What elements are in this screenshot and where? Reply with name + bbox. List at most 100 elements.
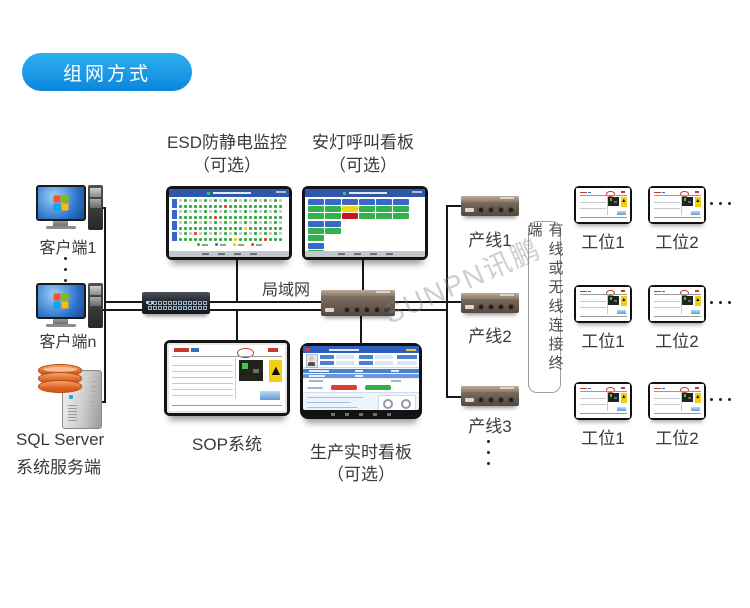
esd-status-dot: [189, 238, 192, 241]
esd-status-dot: [234, 216, 237, 219]
esd-status-dot: [179, 216, 182, 219]
andon-cell: [342, 199, 358, 205]
esd-status-dot: [249, 238, 252, 241]
esd-status-dot: [189, 205, 192, 208]
esd-status-dot: [274, 227, 277, 230]
esd-status-dot: [214, 216, 217, 219]
esd-status-dot: [224, 221, 227, 224]
esd-status-dot: [234, 227, 237, 230]
esd-status-dot: [244, 210, 247, 213]
andon-cell: [342, 213, 358, 219]
esd-status-dot: [254, 221, 257, 224]
esd-status-dot: [179, 199, 182, 202]
esd-status-dot: [189, 221, 192, 224]
esd-status-dot: [264, 227, 267, 230]
esd-status-dot: [204, 205, 207, 208]
esd-status-dot: [269, 210, 272, 213]
station2-label: 工位2: [655, 332, 699, 351]
station2-label: 工位2: [655, 233, 699, 252]
andon-cell: [325, 206, 341, 212]
andon-cell: [359, 206, 375, 212]
esd-status-dot: [224, 205, 227, 208]
esd-status-dot: [209, 238, 212, 241]
cable-left-bus: [104, 207, 106, 403]
andon-cell: [393, 199, 409, 205]
esd-status-dot: [179, 238, 182, 241]
esd-status-dot: [219, 205, 222, 208]
esd-status-dot: [179, 205, 182, 208]
esd-status-dot: [199, 205, 202, 208]
esd-status-dot: [264, 238, 267, 241]
esd-status-dot: [249, 232, 252, 235]
esd-status-dot: [199, 210, 202, 213]
esd-status-dot: [254, 216, 257, 219]
andon-screen: [305, 189, 425, 257]
esd-status-dot: [274, 205, 277, 208]
esd-status-dot: [264, 210, 267, 213]
station1-label: 工位1: [581, 332, 625, 351]
esd-status-dot: [229, 199, 232, 202]
esd-station-group: [172, 232, 286, 241]
esd-status-dot: [229, 205, 232, 208]
esd-status-dot: [279, 232, 282, 235]
esd-status-dot: [279, 227, 282, 230]
esd-status-dot: [269, 232, 272, 235]
production-title: 生产实时看板: [310, 443, 412, 462]
terminal-connection-box: 有线或无线连接终端: [526, 221, 564, 393]
esd-status-dot: [259, 216, 262, 219]
esd-status-dot: [209, 205, 212, 208]
esd-status-dot: [219, 227, 222, 230]
esd-status-dot: [209, 199, 212, 202]
esd-screen: [169, 189, 289, 257]
esd-status-dot: [274, 232, 277, 235]
andon-cell: [308, 235, 324, 241]
esd-status-dot: [194, 227, 197, 230]
esd-status-dot: [229, 232, 232, 235]
esd-status-dot: [234, 205, 237, 208]
server-label-line2: 系统服务端: [16, 458, 101, 477]
esd-status-dot: [279, 238, 282, 241]
esd-status-dot: [224, 199, 227, 202]
andon-cell: [308, 243, 324, 249]
esd-status-dot: [279, 205, 282, 208]
esd-status-dot: [219, 221, 222, 224]
lan-label: 局域网: [262, 282, 311, 299]
esd-status-dot: [219, 210, 222, 213]
esd-status-dot: [269, 221, 272, 224]
station-tablet: ▲: [574, 285, 632, 323]
esd-status-dot: [214, 238, 217, 241]
esd-status-dot: [224, 216, 227, 219]
esd-status-dot: [279, 221, 282, 224]
esd-status-dot: [279, 210, 282, 213]
esd-status-dot: [184, 199, 187, 202]
esd-status-dot: [234, 210, 237, 213]
esd-status-dot: [214, 205, 217, 208]
clientn-computer-icon: [36, 283, 106, 331]
esd-status-dot: [229, 216, 232, 219]
esd-status-dot: [249, 221, 252, 224]
esd-status-dot: [264, 221, 267, 224]
andon-monitor: [302, 186, 428, 260]
cable-andon-stem: [362, 260, 364, 294]
esd-station-group: [172, 199, 286, 208]
esd-status-dot: [194, 205, 197, 208]
esd-status-dot: [274, 210, 277, 213]
esd-status-dot: [274, 216, 277, 219]
esd-status-dot: [239, 199, 242, 202]
section-badge-label: 组网方式: [62, 63, 151, 85]
line2-label: 产线2: [468, 327, 512, 346]
esd-status-dot: [209, 232, 212, 235]
esd-status-dot: [244, 232, 247, 235]
esd-status-dot: [269, 205, 272, 208]
client1-tower-icon: [88, 185, 103, 230]
esd-status-dot: [249, 199, 252, 202]
esd-status-dot: [239, 227, 242, 230]
esd-status-dot: [214, 199, 217, 202]
terminal-connection-text: 有线或无线连接终端: [525, 222, 564, 374]
operator-avatar: [306, 354, 318, 368]
esd-status-dot: [184, 205, 187, 208]
esd-station-group: [172, 221, 286, 230]
andon-cell: [308, 206, 324, 212]
run-button-graphic: [365, 385, 391, 390]
station-tablet: ▲: [648, 186, 706, 224]
